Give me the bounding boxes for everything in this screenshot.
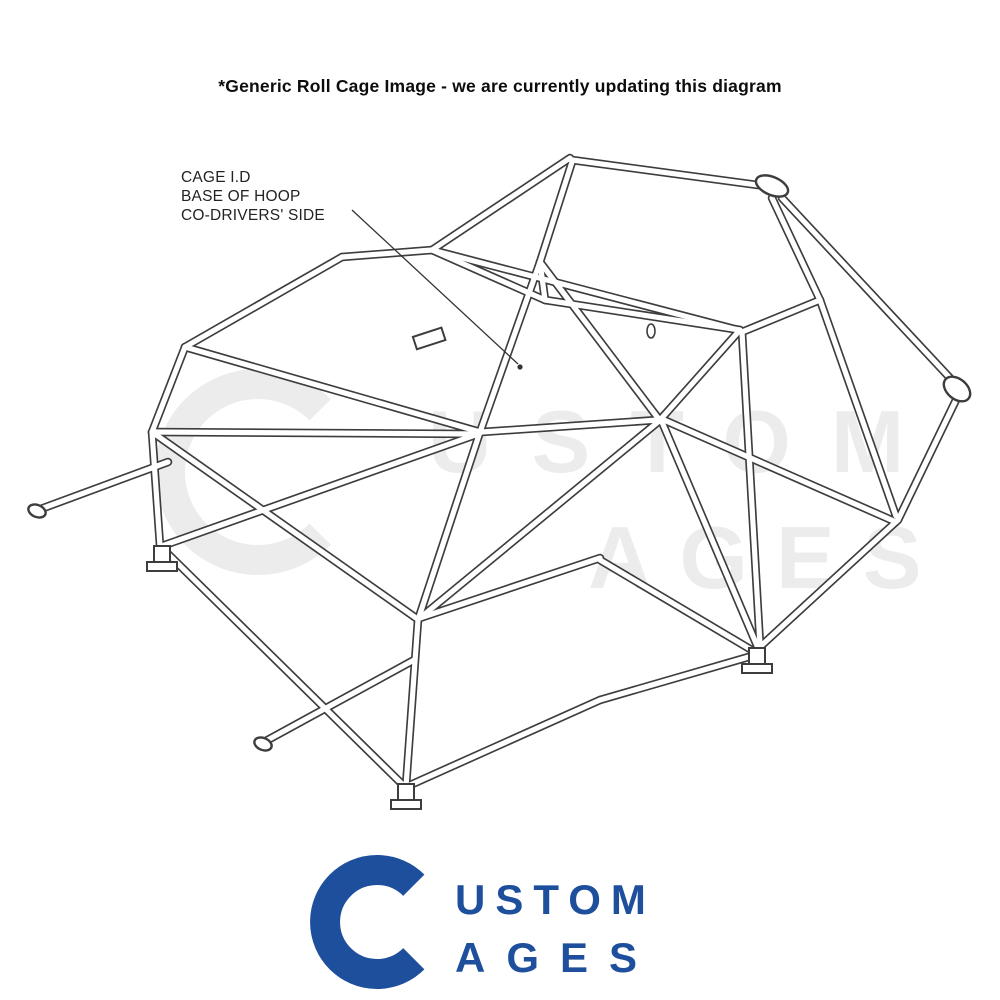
callout-line-1: CAGE I.D <box>181 169 251 186</box>
brand-logo-graphic: USTOM AGES <box>310 855 658 989</box>
logo-text-top: USTOM <box>455 876 656 923</box>
logo-text-bottom: AGES <box>455 934 658 981</box>
cage-id-callout: CAGE I.D BASE OF HOOP CO-DRIVERS' SIDE <box>181 168 325 225</box>
cage-details <box>411 323 656 351</box>
diagram-note: *Generic Roll Cage Image - we are curren… <box>218 76 782 96</box>
callout-line-2: BASE OF HOOP <box>181 188 301 205</box>
watermark-c-glyph <box>154 369 331 575</box>
callout-leader <box>351 209 523 370</box>
cage-tubes-fill <box>35 155 959 789</box>
foot-plates <box>146 545 773 810</box>
logo-c-glyph <box>310 855 425 989</box>
tube-ends <box>27 174 972 752</box>
callout-line-3: CO-DRIVERS' SIDE <box>181 207 325 224</box>
brand-logo: USTOM AGES <box>305 852 700 994</box>
